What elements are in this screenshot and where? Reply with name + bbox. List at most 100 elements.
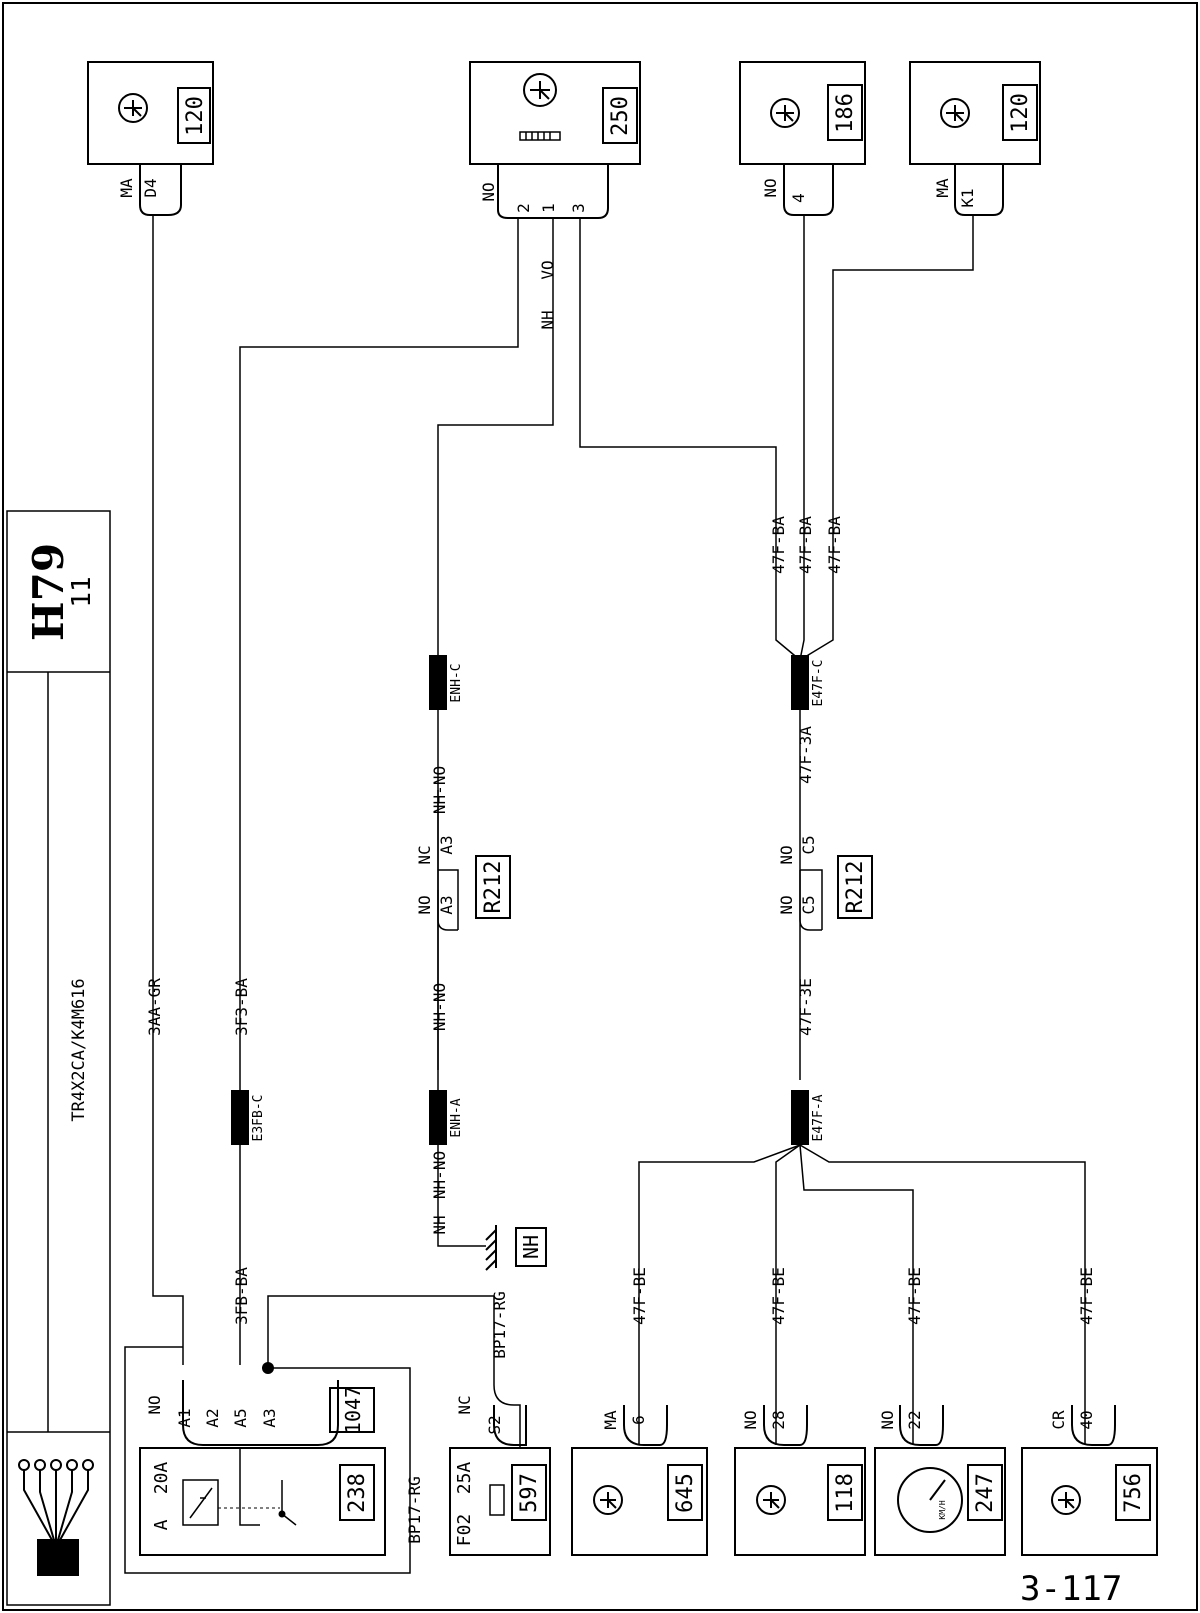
svg-text:28: 28 bbox=[769, 1410, 788, 1429]
svg-text:25A: 25A bbox=[454, 1462, 475, 1495]
svg-text:BP17-RG: BP17-RG bbox=[405, 1476, 424, 1543]
svg-text:NH: NH bbox=[519, 1235, 543, 1259]
ground-symbol bbox=[485, 1225, 547, 1271]
connector-r212-left bbox=[437, 790, 511, 1070]
svg-text:NH: NH bbox=[538, 310, 557, 329]
component-247-speedometer bbox=[874, 1405, 1006, 1556]
svg-text:A3: A3 bbox=[260, 1408, 279, 1427]
svg-text:MA: MA bbox=[601, 1410, 620, 1430]
svg-text:C5: C5 bbox=[799, 895, 818, 914]
svg-text:A5: A5 bbox=[231, 1408, 250, 1427]
page-number: 3-117 bbox=[1020, 1569, 1122, 1609]
component-120-right: 120 bbox=[909, 61, 1041, 165]
svg-text:NO: NO bbox=[479, 182, 498, 201]
svg-text:BP17-RG: BP17-RG bbox=[490, 1291, 509, 1358]
svg-text:NO: NO bbox=[415, 895, 434, 914]
connector-r212-right bbox=[799, 855, 873, 931]
svg-text:A: A bbox=[151, 1519, 172, 1530]
svg-text:186: 186 bbox=[833, 93, 858, 133]
diagram-code: H79 bbox=[24, 543, 73, 641]
svg-text:3AA-GR: 3AA-GR bbox=[145, 978, 164, 1036]
svg-text:NO: NO bbox=[878, 1410, 897, 1429]
svg-text:NH-NO: NH-NO bbox=[430, 983, 449, 1031]
svg-text:47F-BA: 47F-BA bbox=[825, 516, 844, 574]
component-597-fuse bbox=[449, 1405, 551, 1556]
svg-text:20A: 20A bbox=[151, 1462, 172, 1495]
component-118 bbox=[734, 1405, 866, 1556]
svg-text:CR: CR bbox=[1049, 1410, 1068, 1430]
svg-text:22: 22 bbox=[905, 1410, 924, 1429]
svg-text:47F-3E: 47F-3E bbox=[796, 978, 815, 1036]
svg-text:6: 6 bbox=[629, 1415, 648, 1425]
svg-text:120: 120 bbox=[1008, 93, 1033, 133]
svg-text:E47F-C: E47F-C bbox=[811, 660, 826, 707]
svg-text:597: 597 bbox=[517, 1473, 542, 1513]
svg-text:47F-BA: 47F-BA bbox=[769, 516, 788, 574]
svg-text:E47F-A: E47F-A bbox=[811, 1094, 826, 1141]
svg-text:2: 2 bbox=[514, 203, 533, 213]
svg-text:118: 118 bbox=[833, 1473, 858, 1513]
svg-text:247: 247 bbox=[973, 1473, 998, 1513]
svg-text:NC: NC bbox=[415, 845, 434, 864]
svg-text:NH-NO: NH-NO bbox=[430, 1151, 449, 1199]
svg-text:238: 238 bbox=[345, 1473, 370, 1513]
svg-text:F02: F02 bbox=[454, 1514, 475, 1547]
svg-text:A2: A2 bbox=[203, 1408, 222, 1427]
svg-text:E3FB-C: E3FB-C bbox=[251, 1095, 266, 1142]
speedometer-unit: KM/H bbox=[938, 1500, 947, 1519]
svg-text:VO: VO bbox=[538, 260, 557, 279]
svg-text:A3: A3 bbox=[437, 895, 456, 914]
svg-text:40: 40 bbox=[1077, 1410, 1096, 1429]
svg-text:A1: A1 bbox=[175, 1408, 194, 1427]
svg-text:R212: R212 bbox=[481, 861, 506, 914]
svg-text:47F-3A: 47F-3A bbox=[796, 726, 815, 784]
svg-text:NO: NO bbox=[761, 178, 780, 197]
svg-text:S2: S2 bbox=[485, 1415, 504, 1434]
svg-text:3: 3 bbox=[569, 203, 588, 213]
svg-text:3FB-BA: 3FB-BA bbox=[232, 1267, 251, 1325]
svg-text:NH: NH bbox=[430, 1215, 449, 1234]
svg-text:1047: 1047 bbox=[341, 1386, 365, 1434]
svg-text:NO: NO bbox=[777, 895, 796, 914]
svg-text:A3: A3 bbox=[437, 835, 456, 854]
svg-text:47F-BE: 47F-BE bbox=[769, 1267, 788, 1325]
wires bbox=[124, 215, 1086, 1574]
component-645 bbox=[571, 1405, 708, 1556]
svg-text:NO: NO bbox=[145, 1395, 164, 1414]
svg-text:1: 1 bbox=[539, 203, 558, 213]
svg-text:C5: C5 bbox=[799, 835, 818, 854]
component-250: 250 bbox=[469, 61, 641, 165]
svg-text:ENH-C: ENH-C bbox=[449, 663, 464, 702]
svg-text:ENH-A: ENH-A bbox=[449, 1098, 464, 1137]
svg-text:NC: NC bbox=[455, 1395, 474, 1414]
harness-logo-icon bbox=[18, 1459, 94, 1576]
component-120-left: 120 bbox=[87, 61, 214, 165]
pin-color: MA bbox=[117, 178, 136, 198]
component-756 bbox=[1021, 1405, 1158, 1556]
vehicle-reference: TR4X2CA/K4M616 bbox=[69, 978, 89, 1121]
svg-text:47F-BE: 47F-BE bbox=[630, 1267, 649, 1325]
diagram-subcode: 11 bbox=[67, 576, 97, 607]
svg-text:K1: K1 bbox=[958, 188, 977, 207]
svg-text:NO: NO bbox=[741, 1410, 760, 1429]
svg-text:NH-NO: NH-NO bbox=[430, 766, 449, 814]
svg-text:47F-BA: 47F-BA bbox=[796, 516, 815, 574]
splices: ENH-C E47F-C E3FB-C ENH-A E47F-A bbox=[231, 655, 826, 1145]
svg-text:MA: MA bbox=[933, 178, 952, 198]
pin-label: D4 bbox=[141, 178, 160, 197]
component-238-relay bbox=[139, 1380, 386, 1556]
svg-text:NO: NO bbox=[777, 845, 796, 864]
junction-dot bbox=[262, 1362, 274, 1374]
svg-text:R212: R212 bbox=[843, 861, 868, 914]
svg-text:47F-BE: 47F-BE bbox=[1077, 1267, 1096, 1325]
title-block bbox=[6, 510, 111, 1606]
svg-text:250: 250 bbox=[608, 96, 633, 136]
svg-text:3F3-BA: 3F3-BA bbox=[232, 978, 251, 1036]
svg-text:645: 645 bbox=[673, 1473, 698, 1513]
component-186: 186 bbox=[739, 61, 866, 165]
svg-text:47F-BE: 47F-BE bbox=[905, 1267, 924, 1325]
svg-text:756: 756 bbox=[1121, 1473, 1146, 1513]
svg-text:4: 4 bbox=[789, 193, 808, 203]
